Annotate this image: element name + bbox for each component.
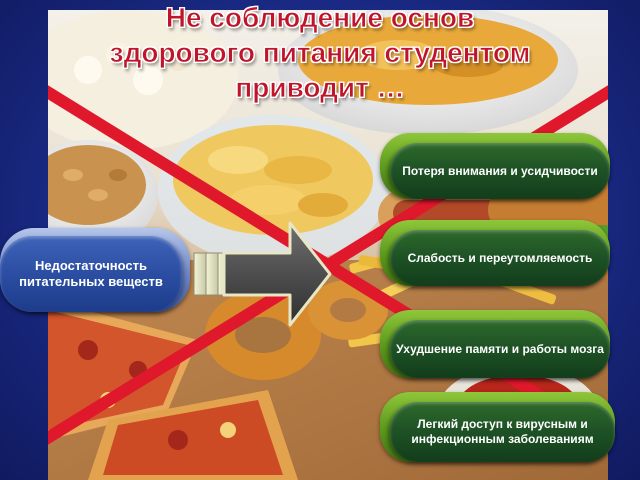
title-line-1: Не соблюдение основ bbox=[165, 2, 475, 34]
effect-box-3: Ухудшение памяти и работы мозга bbox=[380, 310, 610, 378]
effect-label-3: Ухудшение памяти и работы мозга bbox=[390, 320, 610, 378]
cause-label: Недостаточность питательных веществ bbox=[0, 236, 182, 312]
effect-label-1: Потеря внимания и усидчивости bbox=[390, 143, 610, 199]
title-line-3: приводит … bbox=[235, 72, 405, 104]
slide-title: Не соблюдение основ здорового питания ст… bbox=[0, 0, 640, 105]
effect-label-4: Легкий доступ к вирусным и инфекционным … bbox=[390, 402, 615, 462]
effect-box-2: Слабость и переутомляемость bbox=[380, 220, 610, 286]
title-line-2: здорового питания студентом bbox=[109, 37, 531, 69]
effect-box-4: Легкий доступ к вирусным и инфекционным … bbox=[380, 392, 615, 462]
effect-label-2: Слабость и переутомляемость bbox=[390, 230, 610, 286]
cause-box: Недостаточность питательных веществ bbox=[0, 228, 190, 312]
effect-box-1: Потеря внимания и усидчивости bbox=[380, 133, 610, 199]
arrow-right-icon bbox=[193, 221, 332, 327]
